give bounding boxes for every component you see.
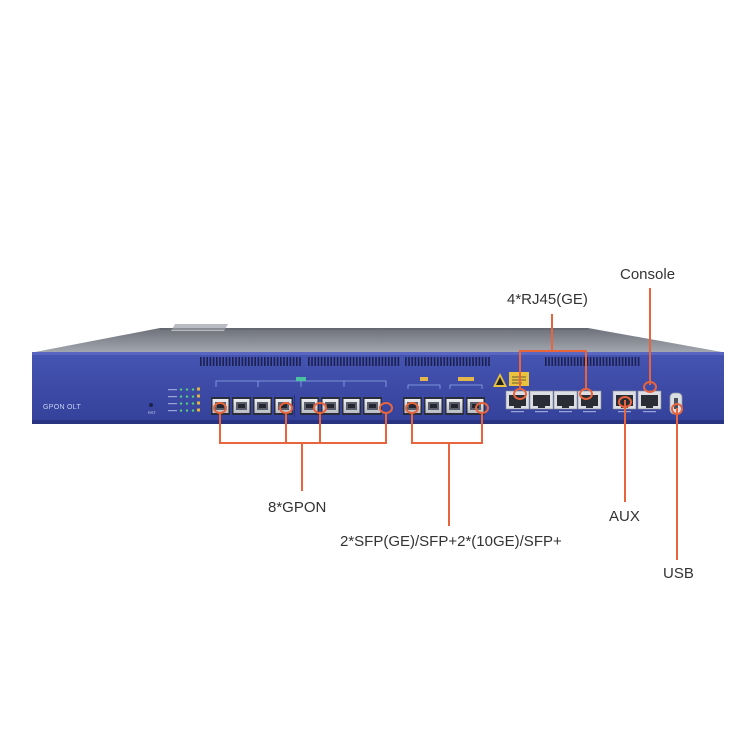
gpon-port-2[interactable] <box>232 397 251 415</box>
rj45-port-2[interactable] <box>529 390 554 413</box>
reset-button[interactable] <box>149 403 153 407</box>
callout-console: Console <box>620 266 676 283</box>
gpon-port-8[interactable] <box>363 397 382 415</box>
gpon-port-4[interactable] <box>274 397 293 415</box>
callout-markers <box>213 381 683 415</box>
reset-label: RST <box>148 410 156 415</box>
console-port[interactable] <box>637 390 662 413</box>
callout-rj45: 4*RJ45(GE) <box>507 291 588 308</box>
rj45-port-group <box>505 390 602 413</box>
callout-lines <box>219 288 678 560</box>
gpon-port-7[interactable] <box>342 397 361 415</box>
rj45-port-1[interactable] <box>505 390 530 413</box>
callout-sfp: 2*SFP(GE)/SFP+2*(10GE)/SFP+ <box>340 533 562 550</box>
sfp-bracket <box>407 384 483 389</box>
chassis-top <box>35 328 722 352</box>
callout-aux: AUX <box>609 508 640 525</box>
gpon-port-3[interactable] <box>253 397 272 415</box>
callout-gpon: 8*GPON <box>268 499 327 516</box>
status-led-block <box>168 387 200 412</box>
rj45-port-4[interactable] <box>577 390 602 413</box>
chassis-top-panel <box>171 324 228 331</box>
rj45-port-3[interactable] <box>553 390 578 413</box>
gpon-port-group <box>211 395 382 417</box>
sfp-10ge-badge <box>458 377 474 381</box>
gpon-header-badge <box>296 377 306 381</box>
callout-usb: USB <box>663 565 694 582</box>
sfp-port-3[interactable] <box>445 397 464 415</box>
device-model-label: GPON OLT <box>43 404 82 411</box>
sfp-port-2[interactable] <box>424 397 443 415</box>
ventilation-grille <box>200 357 640 366</box>
sfp-ge-badge <box>420 377 428 381</box>
